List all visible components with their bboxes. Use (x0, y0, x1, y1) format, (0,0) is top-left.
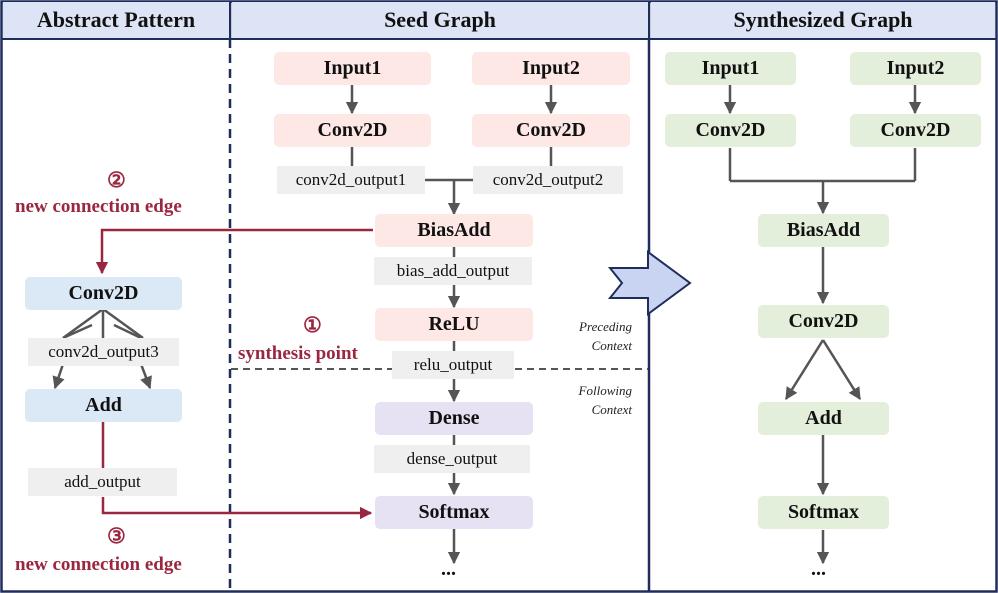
seed-dense-node: Dense (375, 402, 533, 435)
step-2-label: new connection edge (15, 196, 182, 217)
seed-conv2d-node-1: Conv2D (274, 114, 431, 147)
seed-ellipsis: ... (441, 558, 456, 580)
abstract-conv2d-output3-label: conv2d_output3 (28, 338, 179, 366)
transform-arrow (607, 250, 692, 316)
seed-relu-output-label: relu_output (392, 351, 514, 379)
synth-conv2d-node-1: Conv2D (665, 114, 796, 147)
abstract-conv2d-node: Conv2D (25, 277, 182, 310)
synth-biasadd-node: BiasAdd (758, 214, 889, 247)
seed-dense-output-label: dense_output (374, 445, 530, 473)
step-3-marker: ③ (107, 524, 126, 548)
seed-input1-node: Input1 (274, 52, 431, 85)
seed-bias-add-output-label: bias_add_output (374, 257, 532, 285)
seed-conv2d-node-2: Conv2D (472, 114, 630, 147)
seed-softmax-node: Softmax (375, 496, 533, 529)
synth-ellipsis: ... (811, 558, 826, 580)
step-1-marker: ① (303, 313, 322, 337)
seed-relu-node: ReLU (375, 308, 533, 341)
step-3-label: new connection edge (15, 554, 182, 575)
abstract-add-output-label: add_output (28, 468, 177, 496)
header-abstract-pattern: Abstract Pattern (3, 2, 229, 38)
seed-biasadd-node: BiasAdd (375, 214, 533, 247)
step-2-marker: ② (107, 168, 126, 192)
synth-input1-node: Input1 (665, 52, 796, 85)
step-1-label: synthesis point (238, 343, 358, 364)
synth-softmax-node: Softmax (758, 496, 889, 529)
synth-add-node: Add (758, 402, 889, 435)
synth-conv2d-node-2: Conv2D (850, 114, 981, 147)
seed-conv2d-output2-label: conv2d_output2 (473, 166, 623, 194)
header-synthesized-graph: Synthesized Graph (651, 2, 995, 38)
header-seed-graph: Seed Graph (232, 2, 648, 38)
seed-input2-node: Input2 (472, 52, 630, 85)
synth-input2-node: Input2 (850, 52, 981, 85)
abstract-add-node: Add (25, 389, 182, 422)
synth-conv2d-node-3: Conv2D (758, 305, 889, 338)
seed-conv2d-output1-label: conv2d_output1 (277, 166, 425, 194)
